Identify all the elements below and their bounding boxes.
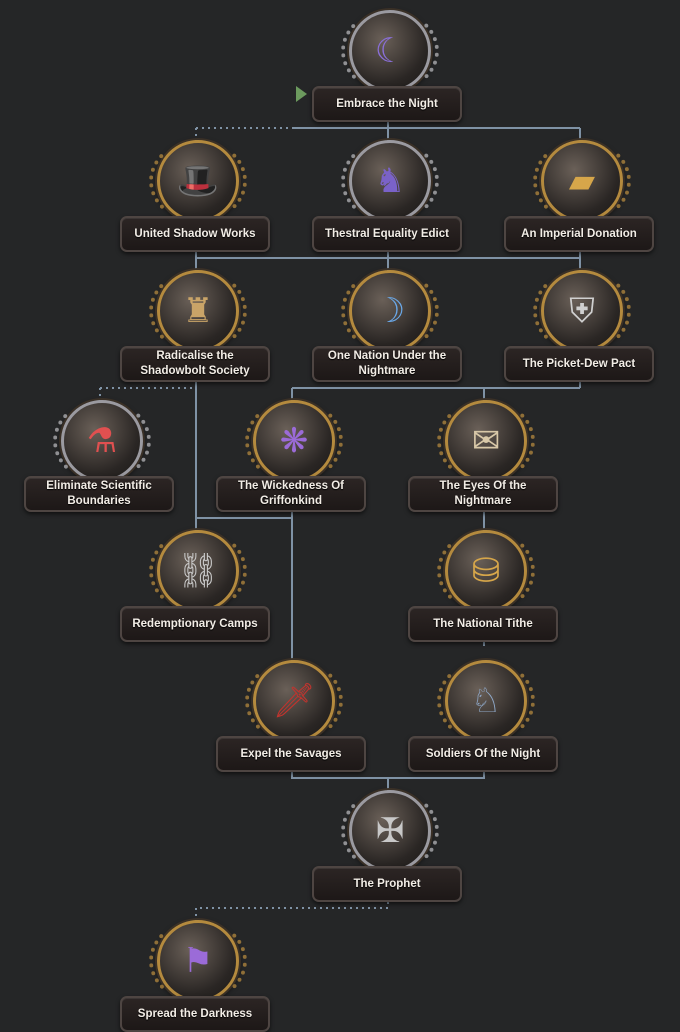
focus-the-eyes-of-the-nightmare[interactable]: ✉ The Eyes Of the Nightmare bbox=[408, 400, 564, 512]
focus-united-shadow-works[interactable]: 🎩 United Shadow Works bbox=[120, 140, 276, 252]
focus-label: Radicalise the Shadowbolt Society bbox=[120, 346, 270, 382]
focus-label: The Picket-Dew Pact bbox=[504, 346, 654, 382]
eagle-emblem-icon: ✠ bbox=[349, 790, 431, 872]
focus-radicalise-shadowbolt-society[interactable]: ♜ Radicalise the Shadowbolt Society bbox=[120, 270, 276, 382]
focus-label: Redemptionary Camps bbox=[120, 606, 270, 642]
focus-expel-the-savages[interactable]: 🗡 Expel the Savages bbox=[216, 660, 372, 772]
focus-the-prophet[interactable]: ✠ The Prophet bbox=[312, 790, 468, 902]
shield-icon: ⛨ bbox=[541, 270, 623, 352]
griffon-wing-icon: ❋ bbox=[253, 400, 335, 482]
focus-label: United Shadow Works bbox=[120, 216, 270, 252]
focus-redemptionary-camps[interactable]: ⛓ Redemptionary Camps bbox=[120, 530, 276, 642]
focus-label: The Eyes Of the Nightmare bbox=[408, 476, 558, 512]
nightmare-moon-icon: ☽ bbox=[349, 270, 431, 352]
top-hat-icon: 🎩 bbox=[157, 140, 239, 222]
focus-label: Expel the Savages bbox=[216, 736, 366, 772]
focus-label: Eliminate Scientific Boundaries bbox=[24, 476, 174, 512]
science-rockets-icon: ⚗ bbox=[61, 400, 143, 482]
purple-flag-icon: ⚑ bbox=[157, 920, 239, 1002]
available-focus-arrow-icon bbox=[296, 86, 307, 102]
focus-eliminate-scientific-boundaries[interactable]: ⚗ Eliminate Scientific Boundaries bbox=[24, 400, 180, 512]
eagle-city-icon: ♜ bbox=[157, 270, 239, 352]
focus-label: One Nation Under the Nightmare bbox=[312, 346, 462, 382]
focus-embrace-the-night[interactable]: ☾ Embrace the Night bbox=[312, 10, 468, 122]
thestral-portrait-icon: ♞ bbox=[349, 140, 431, 222]
bloody-knife-icon: 🗡 bbox=[253, 660, 335, 742]
focus-label: An Imperial Donation bbox=[504, 216, 654, 252]
focus-spread-the-darkness[interactable]: ⚑ Spread the Darkness bbox=[120, 920, 276, 1032]
focus-an-imperial-donation[interactable]: ▰ An Imperial Donation bbox=[504, 140, 660, 252]
focus-the-national-tithe[interactable]: ⛁ The National Tithe bbox=[408, 530, 564, 642]
focus-thestral-equality-edict[interactable]: ♞ Thestral Equality Edict bbox=[312, 140, 468, 252]
pistol-dossier-icon: ✉ bbox=[445, 400, 527, 482]
focus-label: Embrace the Night bbox=[312, 86, 462, 122]
focus-one-nation-under-the-nightmare[interactable]: ☽ One Nation Under the Nightmare bbox=[312, 270, 468, 382]
gold-bars-icon: ▰ bbox=[541, 140, 623, 222]
focus-the-wickedness-of-griffonkind[interactable]: ❋ The Wickedness Of Griffonkind bbox=[216, 400, 372, 512]
coins-document-icon: ⛁ bbox=[445, 530, 527, 612]
soldier-pony-icon: ♘ bbox=[445, 660, 527, 742]
focus-label: The National Tithe bbox=[408, 606, 558, 642]
crescent-moon-icon: ☾ bbox=[349, 10, 431, 92]
shackles-icon: ⛓ bbox=[157, 530, 239, 612]
focus-soldiers-of-the-night[interactable]: ♘ Soldiers Of the Night bbox=[408, 660, 564, 772]
focus-label: Thestral Equality Edict bbox=[312, 216, 462, 252]
focus-the-picket-dew-pact[interactable]: ⛨ The Picket-Dew Pact bbox=[504, 270, 660, 382]
focus-label: The Prophet bbox=[312, 866, 462, 902]
focus-label: Spread the Darkness bbox=[120, 996, 270, 1032]
focus-label: The Wickedness Of Griffonkind bbox=[216, 476, 366, 512]
focus-label: Soldiers Of the Night bbox=[408, 736, 558, 772]
